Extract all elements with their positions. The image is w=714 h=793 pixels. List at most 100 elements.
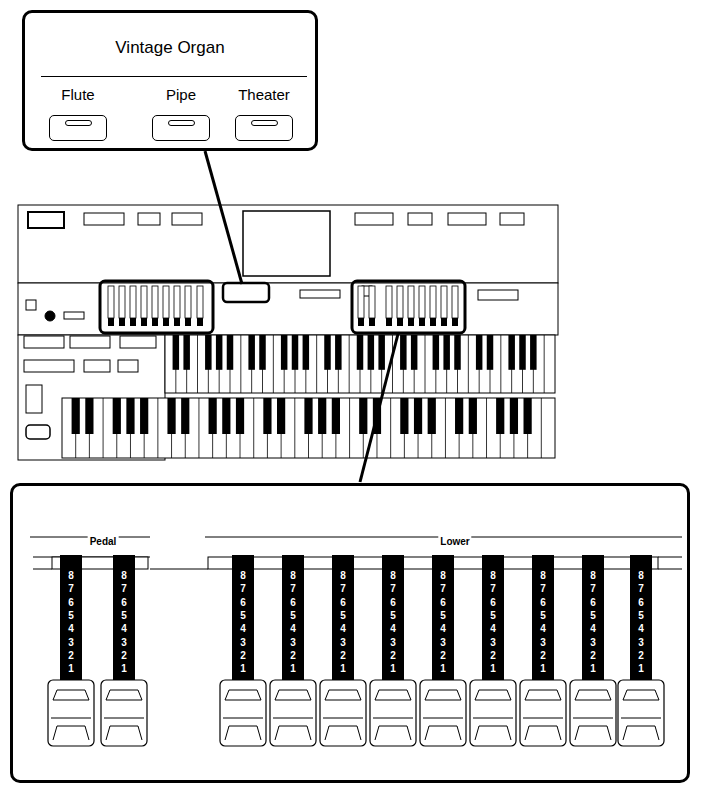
white-key-edge [390, 398, 391, 458]
black-key [222, 398, 230, 434]
drawbar-handle [618, 680, 664, 746]
drawbar-handle [320, 680, 366, 746]
drawbar-number: 6 [383, 597, 403, 608]
button-group [118, 360, 138, 372]
drawbar-number: 2 [483, 650, 503, 661]
drawbar-number: 6 [114, 597, 134, 608]
button-group [138, 213, 160, 225]
drawbar-number: 4 [233, 623, 253, 634]
mini-drawbar-tab [386, 318, 392, 326]
black-key [400, 335, 407, 370]
mini-drawbar-tab [130, 318, 136, 326]
drawbar-shaft [332, 555, 354, 681]
mini-drawbar-tab [141, 318, 147, 326]
drawbar-number: 7 [61, 583, 81, 594]
handle-detail [275, 690, 311, 700]
drawbar-number: 2 [61, 650, 81, 661]
drawbar-number: 3 [631, 637, 651, 648]
drawbar-handle [48, 680, 94, 746]
drawbar-number: 3 [61, 637, 81, 648]
drawbar-number: 6 [483, 597, 503, 608]
black-key [236, 398, 244, 434]
callout-box: Vintage OrganFlutePipeTheater [22, 10, 318, 151]
white-key-edge [349, 398, 350, 458]
black-key [476, 335, 483, 370]
button-group [355, 213, 393, 225]
drawbar-number: 2 [383, 650, 403, 661]
handle-detail [373, 718, 413, 740]
drawbar-number: 8 [333, 570, 353, 581]
drawbar-number: 6 [533, 597, 553, 608]
leader-line [360, 334, 398, 482]
black-key [183, 335, 190, 370]
callout-box: PedalLower [10, 483, 690, 783]
callout-title: Vintage Organ [25, 38, 315, 58]
mini-drawbar [386, 286, 392, 318]
drawbar-number: 8 [233, 570, 253, 581]
drawbar-handle [470, 680, 516, 746]
button-shape [152, 115, 210, 141]
mini-drawbar [141, 286, 147, 318]
black-key [378, 335, 385, 370]
drawbar-number: 4 [433, 623, 453, 634]
keyboard [62, 398, 555, 458]
display-screen [243, 211, 330, 276]
drawbar-number: 1 [583, 663, 603, 674]
drawbar-number: 5 [333, 610, 353, 621]
button-group [120, 336, 156, 348]
white-key-edge [197, 335, 198, 393]
black-key [524, 398, 532, 434]
black-key [281, 335, 288, 370]
black-key [335, 335, 342, 370]
drawbar-number: 2 [533, 650, 553, 661]
black-key [508, 335, 514, 370]
drawbar-number: 4 [383, 623, 403, 634]
drawbar-number: 5 [283, 610, 303, 621]
button-group [70, 336, 110, 348]
black-key [72, 398, 80, 434]
drawbar-number: 7 [283, 583, 303, 594]
drawbar-number: 4 [533, 623, 553, 634]
drawbar-number: 1 [631, 663, 651, 674]
mini-drawbar-tab [452, 318, 458, 326]
button-group [172, 213, 202, 225]
white-key-edge [198, 398, 199, 458]
button-group [478, 290, 518, 300]
indicator-lamp [251, 120, 278, 126]
drawbar-number: 5 [114, 610, 134, 621]
black-key [126, 398, 134, 434]
drawbar-number: 2 [631, 650, 651, 661]
handle-detail [375, 690, 411, 700]
handle-detail [223, 718, 263, 740]
button-group [26, 385, 42, 413]
drawbar-number: 2 [583, 650, 603, 661]
black-key [292, 335, 299, 370]
drawbar-number: 8 [533, 570, 553, 581]
black-key [411, 335, 418, 370]
black-key [469, 398, 477, 434]
mini-drawbar [408, 286, 414, 318]
drawbar-number: 6 [61, 597, 81, 608]
drawbar-number: 7 [583, 583, 603, 594]
handle-detail [475, 690, 511, 700]
drawbar-number: 8 [483, 570, 503, 581]
white-key-edge [445, 398, 446, 458]
mini-drawbar-tab [152, 318, 158, 326]
drawbar-number: 3 [583, 637, 603, 648]
black-key [359, 398, 367, 434]
drawbar-number: 4 [61, 623, 81, 634]
black-key [277, 398, 285, 434]
button-group [84, 213, 124, 225]
drawbar-handle [520, 680, 566, 746]
drawbar-number: 6 [631, 597, 651, 608]
drawbar-number: 1 [333, 663, 353, 674]
handle-detail [573, 718, 613, 740]
drawbar-number: 6 [433, 597, 453, 608]
drawbar-handle [101, 680, 147, 746]
tone-button: Flute [38, 85, 118, 143]
black-key [318, 398, 326, 434]
drawbar-shaft [630, 555, 652, 681]
drawbar-number: 1 [483, 663, 503, 674]
black-key [454, 335, 461, 370]
drawbar-number: 5 [533, 610, 553, 621]
